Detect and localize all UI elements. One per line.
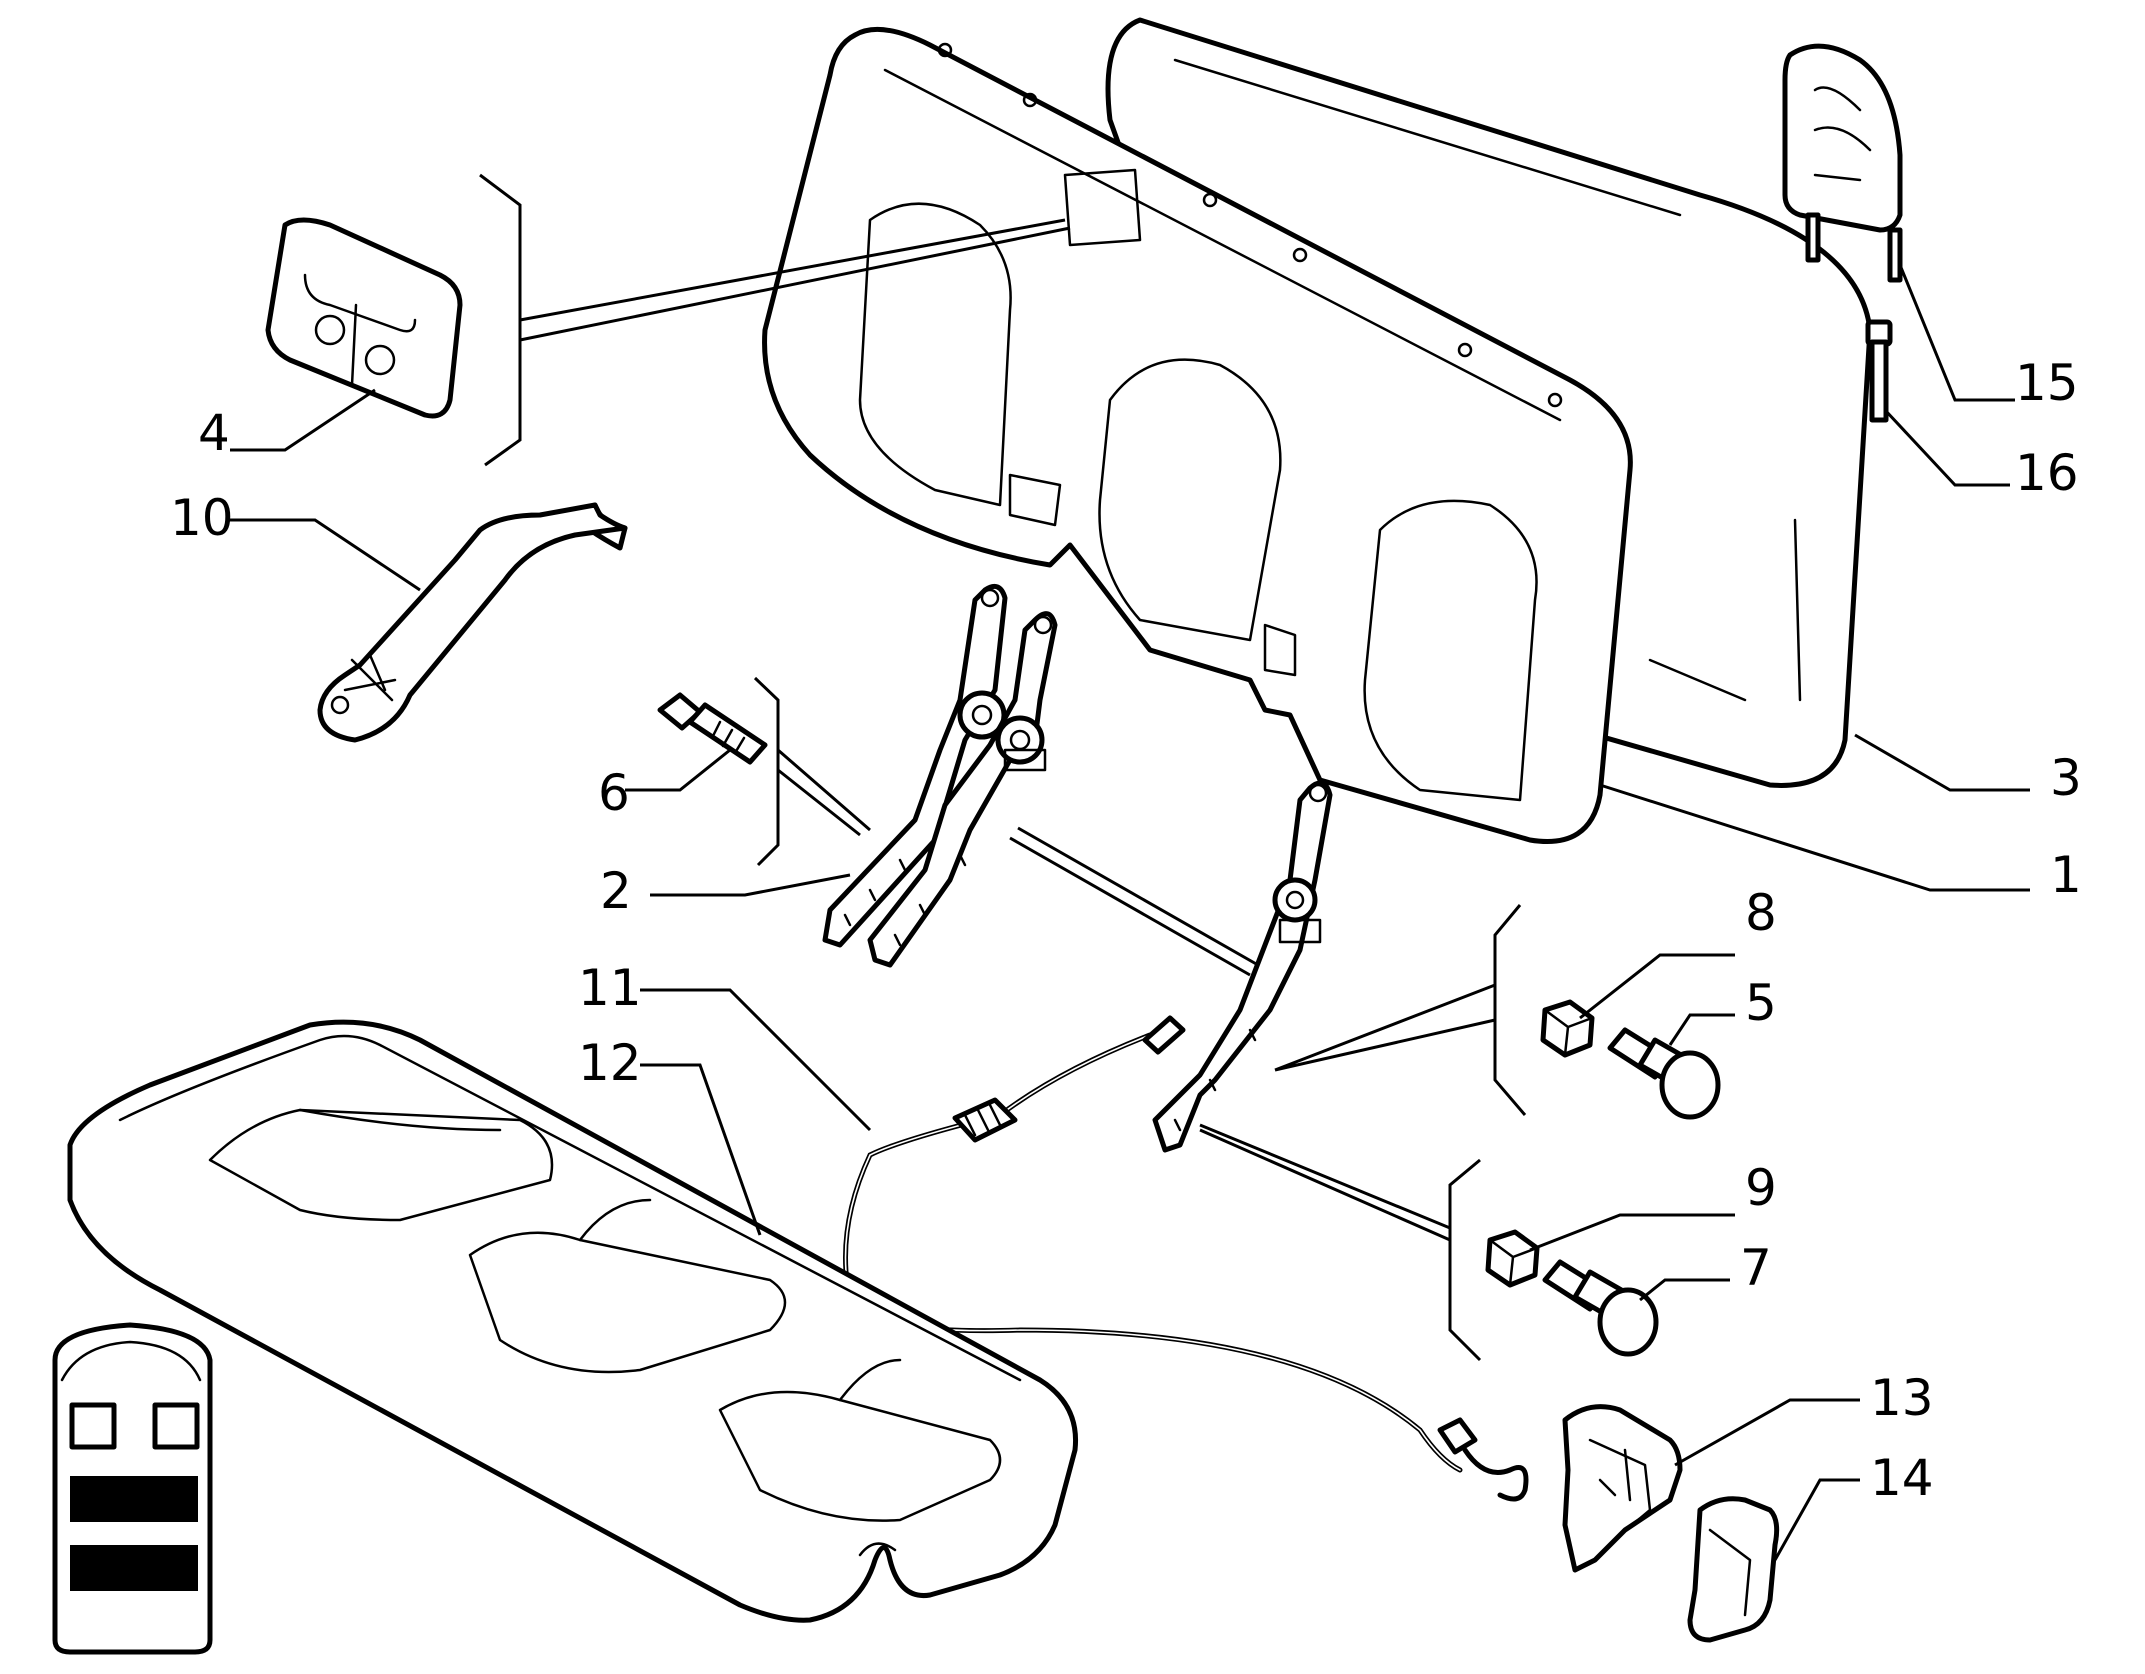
hinge-link-rod — [1009, 826, 1259, 977]
callout-labels: 1 2 3 4 5 6 7 8 9 10 11 12 13 14 15 16 — [170, 354, 2082, 1507]
callout-14: 14 — [1870, 1449, 1934, 1507]
part-9-nut[interactable] — [1485, 1229, 1540, 1288]
part-14-end-cap[interactable] — [1687, 1496, 1780, 1643]
part-7-bolt[interactable] — [1542, 1259, 1659, 1357]
part-4-handle-cover[interactable] — [265, 217, 463, 419]
part-15-headrest[interactable] — [1782, 43, 1903, 283]
callout-7: 7 — [1740, 1239, 1772, 1297]
callout-8: 8 — [1745, 884, 1777, 942]
part-16-headrest-guide[interactable] — [1865, 319, 1893, 423]
seat-position-indicator-icon — [52, 1322, 213, 1655]
callout-6: 6 — [598, 764, 630, 822]
part-13-hinge-cover[interactable] — [1562, 1404, 1683, 1573]
callout-1: 1 — [2050, 846, 2082, 904]
recliner-hinge-center[interactable] — [1152, 780, 1333, 1153]
leader-lines — [230, 218, 2030, 1561]
part-2-recliner-hinge-right[interactable] — [867, 611, 1058, 968]
part-5-bolt[interactable] — [1607, 1027, 1721, 1120]
part-8-nut[interactable] — [1540, 999, 1595, 1058]
callout-10: 10 — [170, 489, 234, 547]
callout-5: 5 — [1745, 974, 1777, 1032]
callout-13: 13 — [1870, 1369, 1934, 1427]
callout-12: 12 — [578, 1034, 642, 1092]
callout-16: 16 — [2015, 444, 2079, 502]
callout-2: 2 — [600, 862, 632, 920]
callout-4: 4 — [198, 404, 230, 462]
part-10-strap[interactable] — [317, 502, 628, 743]
part-1-backrest-front[interactable] — [762, 26, 1633, 844]
callout-11: 11 — [578, 959, 642, 1017]
part-2-recliner-hinge-left[interactable] — [822, 583, 1008, 948]
callout-3: 3 — [2050, 749, 2082, 807]
callout-15: 15 — [2015, 354, 2079, 412]
part-6-bolt[interactable] — [657, 692, 768, 765]
bracket-marks — [479, 173, 1527, 1362]
callout-9: 9 — [1745, 1159, 1777, 1217]
part-12-seat-cushion[interactable] — [67, 1019, 1079, 1623]
